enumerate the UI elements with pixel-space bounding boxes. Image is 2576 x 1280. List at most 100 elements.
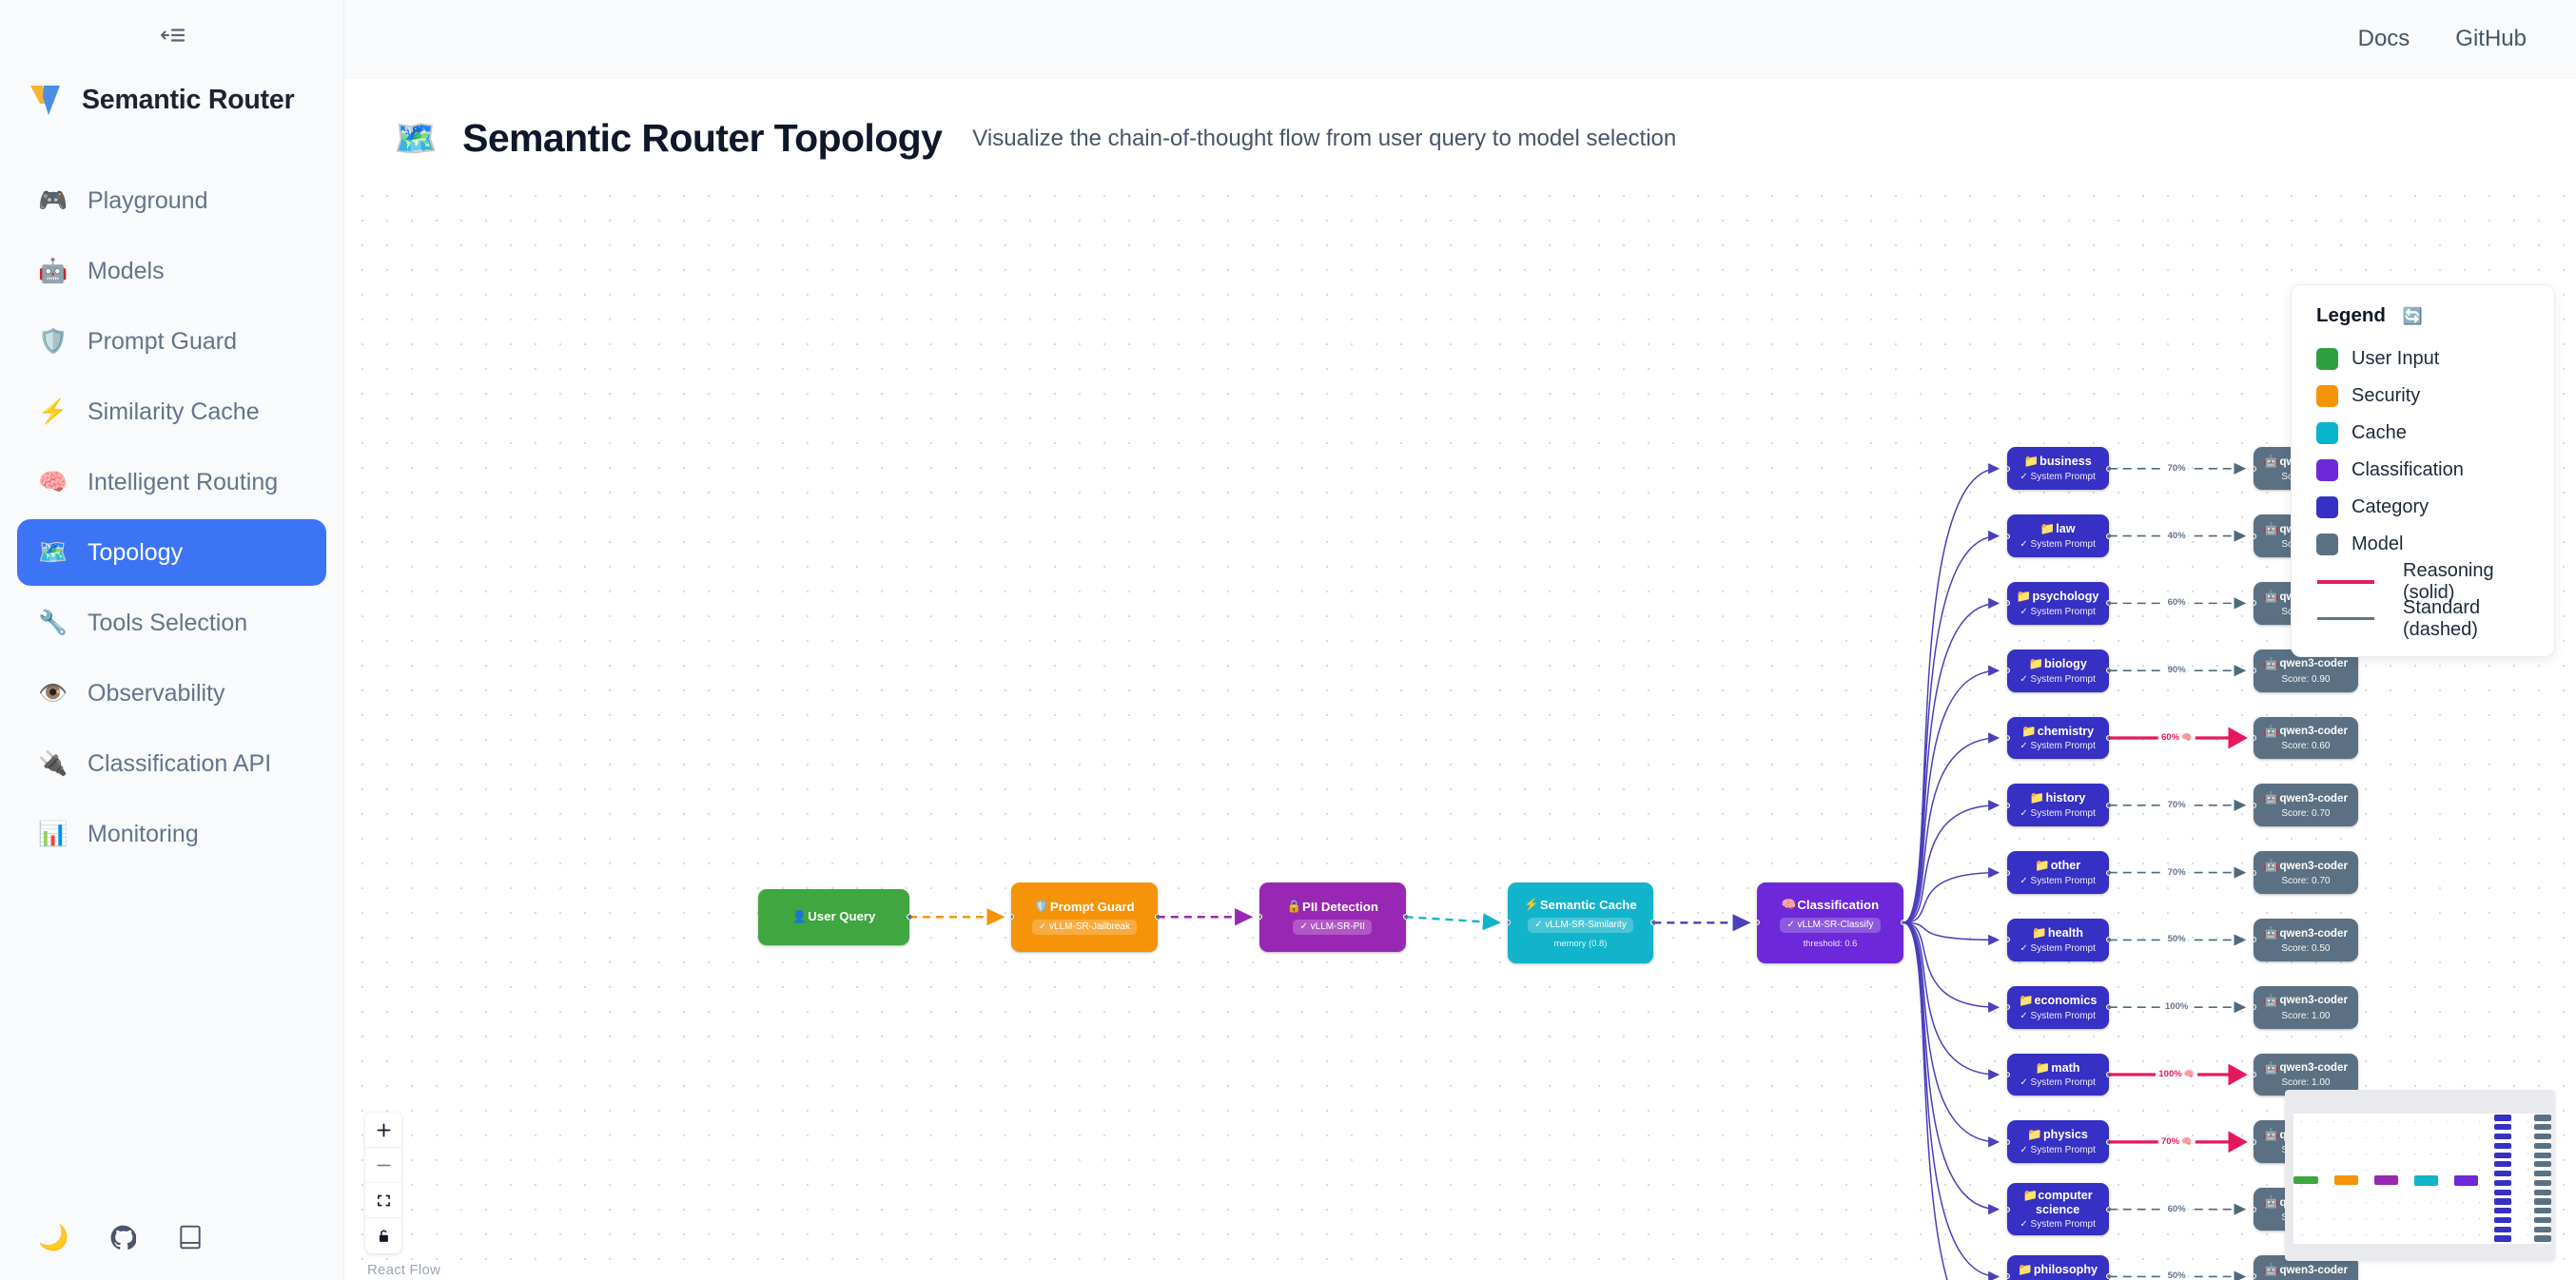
node-handle-right[interactable] xyxy=(2105,1138,2109,1145)
node-category-economics[interactable]: 📁economics✓ System Prompt xyxy=(2006,985,2109,1029)
sidebar-item-prompt-guard[interactable]: 🛡️Prompt Guard xyxy=(17,308,326,375)
docs-book-icon[interactable] xyxy=(178,1224,203,1251)
node-handle-left[interactable] xyxy=(2253,1138,2256,1145)
node-handle-right[interactable] xyxy=(2105,1072,2109,1078)
node-category-chemistry[interactable]: 📁chemistry✓ System Prompt xyxy=(2006,716,2109,760)
topology-canvas[interactable]: 👤User Query 🛡️Prompt Guard✓ vLLM-SR-Jailb… xyxy=(344,178,2576,1280)
node-handle-right[interactable] xyxy=(1650,920,1654,926)
node-handle-left[interactable] xyxy=(2006,1072,2010,1078)
node-handle-left[interactable] xyxy=(2253,1004,2256,1011)
node-handle-left[interactable] xyxy=(2253,937,2256,943)
node-category-psychology[interactable]: 📁psychology✓ System Prompt xyxy=(2006,581,2109,625)
github-icon[interactable] xyxy=(110,1225,137,1251)
node-handle-right[interactable] xyxy=(2105,668,2109,674)
node-prompt-guard[interactable]: 🛡️Prompt Guard✓ vLLM-SR-Jailbreak xyxy=(1011,882,1158,952)
collapse-sidebar-icon[interactable] xyxy=(150,17,194,53)
refresh-icon[interactable]: 🔄 xyxy=(2402,306,2424,325)
node-handle-right[interactable] xyxy=(2105,533,2109,539)
node-handle-right[interactable] xyxy=(1900,920,1903,926)
node-handle-left[interactable] xyxy=(2006,937,2010,943)
node-handle-right[interactable] xyxy=(2105,465,2109,472)
node-handle-left[interactable] xyxy=(1011,914,1015,921)
node-handle-left[interactable] xyxy=(2006,1206,2010,1212)
node-handle-left[interactable] xyxy=(2006,734,2010,741)
node-handle-left[interactable] xyxy=(1757,920,1761,926)
node-handle-left[interactable] xyxy=(2253,1273,2256,1280)
node-user-query[interactable]: 👤User Query xyxy=(758,888,909,945)
node-handle-left[interactable] xyxy=(2006,869,2010,876)
react-flow-attribution[interactable]: React Flow xyxy=(367,1262,441,1278)
zoom-in-button[interactable] xyxy=(365,1113,401,1148)
node-handle-right[interactable] xyxy=(2105,802,2109,808)
node-handle-right[interactable] xyxy=(906,914,909,921)
node-handle-right[interactable] xyxy=(2105,734,2109,741)
node-category-philosophy[interactable]: 📁philosophy✓ System Prompt xyxy=(2006,1255,2109,1280)
node-handle-left[interactable] xyxy=(2006,1138,2010,1145)
sidebar-item-observability[interactable]: 👁️Observability xyxy=(17,660,326,727)
node-handle-left[interactable] xyxy=(2006,465,2010,472)
sidebar-item-playground[interactable]: 🎮Playground xyxy=(17,167,326,234)
node-category-math[interactable]: 📁math✓ System Prompt xyxy=(2006,1053,2109,1096)
zoom-out-button[interactable] xyxy=(365,1148,401,1183)
node-handle-left[interactable] xyxy=(2006,600,2010,607)
sidebar-item-intelligent-routing[interactable]: 🧠Intelligent Routing xyxy=(17,449,326,515)
node-handle-right[interactable] xyxy=(1154,914,1158,921)
node-handle-left[interactable] xyxy=(2253,802,2256,808)
node-handle-left[interactable] xyxy=(2253,1072,2256,1078)
legend-label: User Input xyxy=(2352,348,2440,369)
sidebar-item-monitoring[interactable]: 📊Monitoring xyxy=(17,801,326,867)
brand[interactable]: Semantic Router xyxy=(0,70,343,129)
node-category-health[interactable]: 📁health✓ System Prompt xyxy=(2006,918,2109,961)
node-category-business[interactable]: 📁business✓ System Prompt xyxy=(2006,447,2109,491)
sidebar-item-models[interactable]: 🤖Models xyxy=(17,238,326,304)
node-handle-left[interactable] xyxy=(2006,802,2010,808)
node-handle-left[interactable] xyxy=(2253,869,2256,876)
node-handle-left[interactable] xyxy=(2253,668,2256,674)
node-handle-right[interactable] xyxy=(2105,869,2109,876)
node-handle-left[interactable] xyxy=(2253,533,2256,539)
sidebar-item-tools-selection[interactable]: 🔧Tools Selection xyxy=(17,590,326,656)
minimap-viewport[interactable] xyxy=(2293,1114,2551,1244)
node-handle-left[interactable] xyxy=(2253,465,2256,472)
node-category-computer-science[interactable]: 📁computer science✓ System Prompt xyxy=(2006,1183,2109,1236)
dark-mode-moon-icon[interactable]: 🌙 xyxy=(38,1222,69,1251)
node-handle-left[interactable] xyxy=(2253,734,2256,741)
sidebar-item-classification-api[interactable]: 🔌Classification API xyxy=(17,730,326,797)
node-category-history[interactable]: 📁history✓ System Prompt xyxy=(2006,784,2109,827)
node-handle-left[interactable] xyxy=(2253,1206,2256,1212)
node-category-physics[interactable]: 📁physics✓ System Prompt xyxy=(2006,1120,2109,1164)
node-handle-left[interactable] xyxy=(1259,914,1262,921)
node-handle-right[interactable] xyxy=(2105,1273,2109,1280)
node-handle-right[interactable] xyxy=(1402,914,1406,921)
node-category-law[interactable]: 📁law✓ System Prompt xyxy=(2006,514,2109,557)
node-pii-detection[interactable]: 🔒PII Detection✓ vLLM-SR-PII xyxy=(1259,882,1406,952)
node-handle-left[interactable] xyxy=(2006,1004,2010,1011)
lock-interactivity-button[interactable] xyxy=(365,1218,401,1253)
node-handle-left[interactable] xyxy=(2006,668,2010,674)
sidebar-item-topology[interactable]: 🗺️Topology xyxy=(17,519,326,586)
node-handle-right[interactable] xyxy=(2105,600,2109,607)
node-handle-left[interactable] xyxy=(2253,600,2256,607)
edge-classification-to-computer-science xyxy=(1903,921,2000,1215)
node-handle-left[interactable] xyxy=(2006,1273,2010,1280)
node-handle-left[interactable] xyxy=(1507,920,1511,926)
node-handle-right[interactable] xyxy=(2105,1206,2109,1212)
node-handle-right[interactable] xyxy=(2105,1004,2109,1011)
node-category-biology[interactable]: 📁biology✓ System Prompt xyxy=(2006,649,2109,692)
docs-link[interactable]: Docs xyxy=(2357,25,2410,51)
node-handle-right[interactable] xyxy=(2105,937,2109,943)
node-category-other[interactable]: 📁other✓ System Prompt xyxy=(2006,851,2109,895)
fit-view-button[interactable] xyxy=(365,1183,401,1218)
node-handle-left[interactable] xyxy=(2006,533,2010,539)
minimap[interactable] xyxy=(2285,1090,2555,1261)
github-link[interactable]: GitHub xyxy=(2455,25,2527,51)
sidebar-item-similarity-cache[interactable]: ⚡Similarity Cache xyxy=(17,378,326,445)
